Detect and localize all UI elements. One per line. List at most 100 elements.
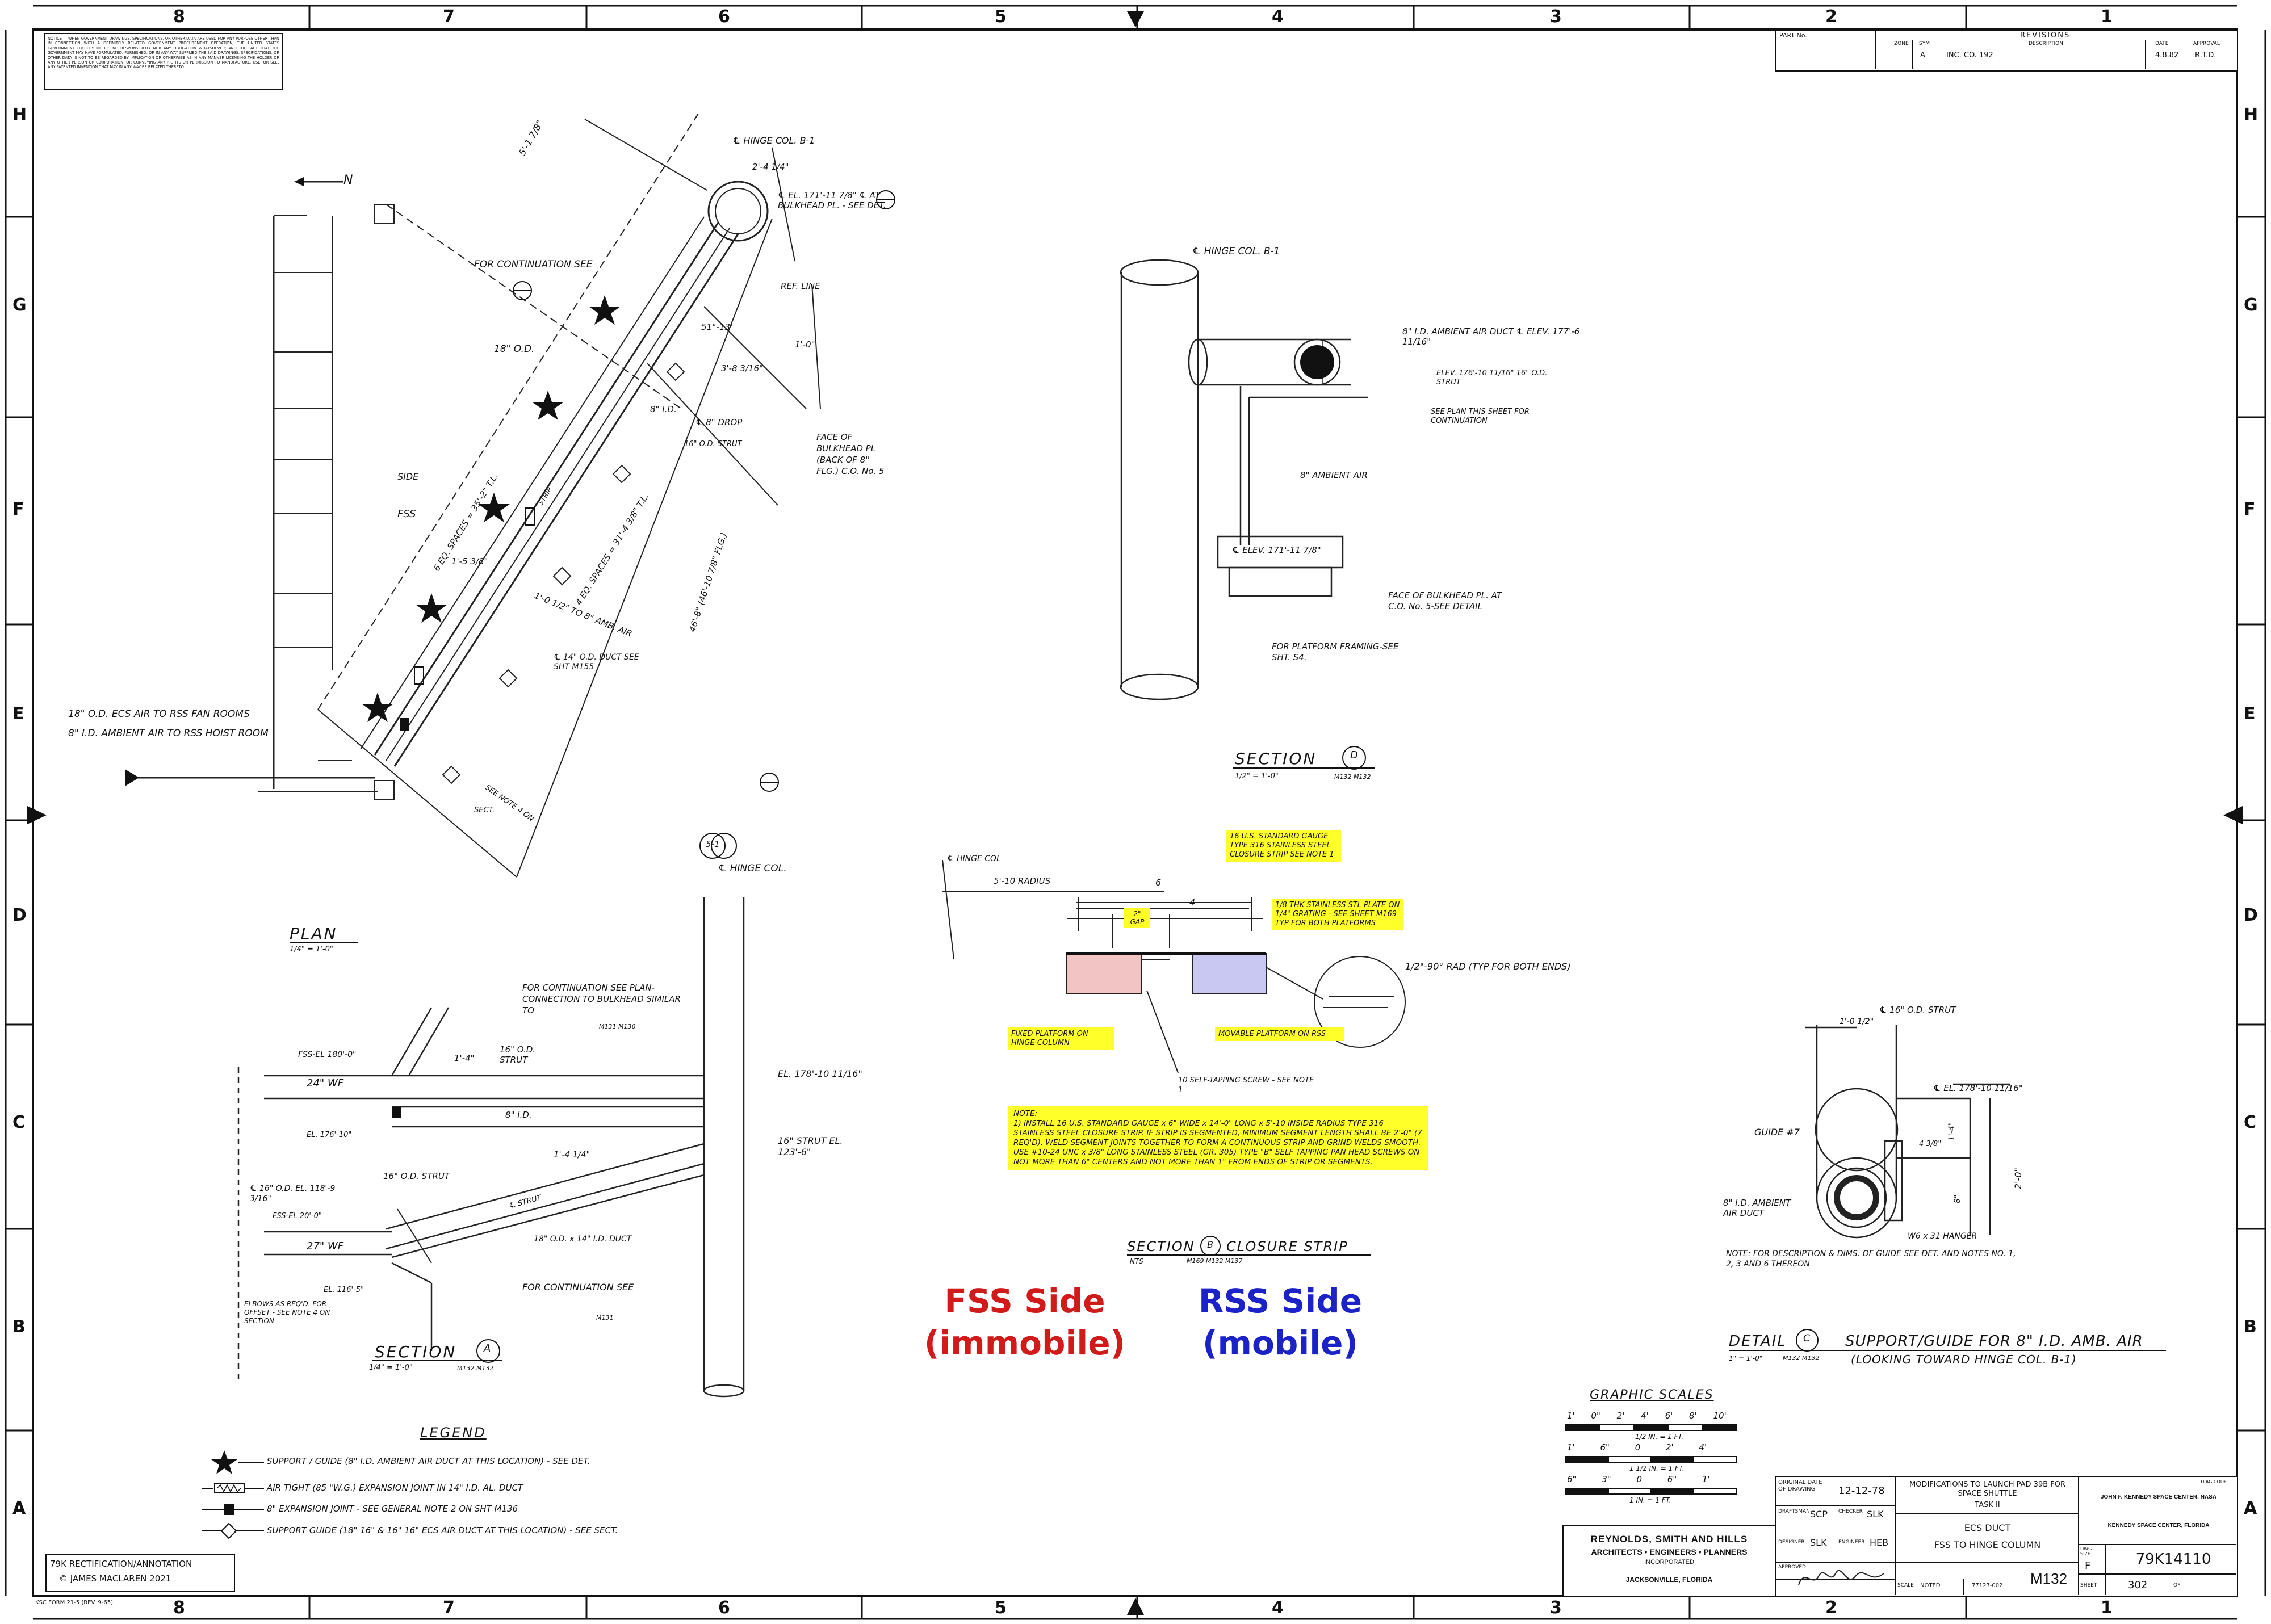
section-d-amb8: 8" AMBIENT AIR [1300,470,1368,480]
section-a-elbows: ELBOWS AS REQ'D. FOR OFFSET - SEE NOTE 4… [244,1300,330,1325]
scale1-tick-1: 2' [1616,1411,1625,1421]
scale1-tick-2: 4' [1641,1411,1649,1421]
plan-strut: 16" O.D. STRUT [684,440,742,448]
plan-sect: SECT. [474,806,495,815]
section-b-movable: MOVABLE PLATFORM ON RSS [1215,1027,1344,1041]
section-a-el178: EL. 178'-10 11/16" [778,1068,862,1079]
detail-c-title-rest: SUPPORT/GUIDE FOR 8" I.D. AMB. AIR [1845,1333,2143,1350]
scale3-tick-1: 3" [1602,1474,1611,1484]
dwg-number: 79K14110 [2135,1551,2211,1568]
approved-label: APPROVED [1778,1564,1806,1570]
scale3-tick-2: 0 [1636,1474,1643,1484]
border-row-e-right: E [2244,704,2256,724]
graphic-scales-title: GRAPHIC SCALES [1590,1388,1714,1402]
plan-continuation: FOR CONTINUATION SEE [474,259,593,270]
approval-signature [1798,1570,1884,1585]
section-b-dim6: 6 [1155,877,1162,888]
section-b-underline [1127,1254,1371,1256]
border-row-d: D [12,905,27,925]
border-row-f: F [12,500,24,519]
legend-title: LEGEND [420,1425,487,1441]
section-a-24wf: 24" WF [307,1077,344,1089]
detail-c-underline [1729,1350,2166,1351]
rev-date: 4.8.82 [2155,51,2179,60]
detail-c-dim: 1'-0 1/2" [1840,1017,1874,1026]
scale1-label: 1/2 IN. = 1 FT. [1635,1433,1684,1441]
firm-block: REYNOLDS, SMITH AND HILLS ARCHITECTS • E… [1562,1525,1776,1597]
plan-dim-2-4: 2'-4 1/4" [752,162,789,172]
scale3-ticks: 6" 3" 0 6" 1' [1567,1474,1710,1484]
engineer-by: HEB [1870,1537,1889,1548]
section-a-bubble [476,1339,500,1363]
section-b-bubble [1200,1236,1221,1256]
border-col-3-bottom: 3 [1550,1598,1562,1618]
section-b-title-rest: CLOSURE STRIP [1226,1239,1348,1254]
border-col-1-bottom: 1 [2101,1598,2113,1618]
revisions-block: PART No. REVISIONS ZONE SYM DESCRIPTION … [1775,30,2238,72]
annotation-credit-box: 79K RECTIFICATION/ANNOTATION © JAMES MAC… [45,1554,235,1592]
rev-col-sym: SYM [1919,41,1930,47]
section-b-hinge: ℄ HINGE COL [947,854,1001,863]
section-b-strip-note: 16 U.S. STANDARD GAUGE TYPE 316 STAINLES… [1226,830,1341,862]
detail-c-hanger: W6 x 31 HANGER [1908,1232,1977,1241]
designed-label: DESIGNER [1778,1539,1805,1545]
plan-face-bulkhead: FACE OF BULKHEAD PL (BACK OF 8" FLG.) C.… [816,432,885,476]
drawn-by: SCP [1810,1509,1828,1520]
designed-by: SLK [1810,1537,1827,1548]
section-a-ref: M132 M132 [457,1365,494,1372]
plan-el-bulkhead: ℄ EL. 171'-11 7/8" ℄ AT BULKHEAD PL. - S… [778,190,886,211]
scale1-tick-4: 8' [1689,1411,1697,1421]
plan-dim-1-0: 1'-0" [795,339,815,350]
dwg-title-1: ECS DUCT [1964,1522,2011,1533]
section-a-strut16: 16" O.D. STRUT [500,1044,536,1065]
scale1-ticks: 1' 0" 2' 4' 6' 8' 10' [1567,1411,1727,1421]
section-d-title: SECTION [1235,749,1317,768]
border-col-7: 7 [443,7,455,27]
orig-date-label: ORIGINAL DATE OF DRAWING [1778,1479,1822,1492]
scale2-tick-0: 1' [1567,1442,1575,1453]
section-d-platform: FOR PLATFORM FRAMING-SEE SHT. S4. [1272,641,1399,662]
border-col-3: 3 [1550,7,1562,27]
detail-c-el: ℄ EL. 178'-10 11/16" [1933,1083,2023,1093]
section-b-note-body: 1) INSTALL 16 U.S. STANDARD GAUGE x 6" W… [1013,1119,1422,1166]
annotation-line-2: © JAMES MACLAREN 2021 [59,1573,171,1584]
section-d-bubble [1342,746,1366,770]
section-a-title: SECTION [375,1342,457,1361]
section-a-col-label: 5-1 [706,839,720,849]
detail-c-note: NOTE: FOR DESCRIPTION & DIMS. OF GUIDE S… [1726,1249,2016,1269]
firm-sub: ARCHITECTS • ENGINEERS • PLANNERS [1591,1547,1748,1556]
section-a-27wf: 27" WF [307,1240,344,1252]
border-row-h: H [12,105,27,125]
plan-side-label: SIDE [397,471,419,482]
section-a-ref-m131: M131 M136 [599,1023,636,1030]
section-d-see-plan: SEE PLAN THIS SHEET FOR CONTINUATION [1431,408,1530,425]
diag-code-label: DIAG CODE [2201,1479,2227,1484]
section-a-strut16c: 16" O.D. STRUT [383,1171,450,1181]
section-a-dim-1-4b: 1'-4 1/4" [554,1149,590,1160]
section-a-8id: 8" I.D. [505,1110,532,1120]
section-d-face: FACE OF BULKHEAD PL. AT C.O. No. 5-SEE D… [1388,590,1502,611]
fixed-platform-fill [1066,953,1142,994]
job-number: 77127-002 [1972,1583,2003,1589]
section-a-duct: 18" O.D. x 14" I.D. DUCT [534,1235,632,1244]
section-d-letter: D [1350,749,1358,761]
section-a-letter: A [484,1342,491,1354]
sheet-code: M132 [2030,1570,2068,1587]
fss-side-sublabel: (immobile) [924,1324,1126,1362]
plan-14od-duct: ℄ 14" O.D. DUCT SEE SHT M155 [554,653,639,672]
checked-by: SLK [1867,1509,1884,1520]
border-row-f-right: F [2244,500,2256,519]
detail-c-ref: M132 M132 [1783,1354,1820,1362]
section-b-scale: NTS [1130,1257,1143,1265]
detail-c-title: DETAIL [1729,1333,1787,1350]
scale3-label: 1 IN. = 1 FT. [1629,1496,1671,1504]
border-col-2: 2 [1825,7,1837,27]
detail-c-scale: 1" = 1'-0" [1729,1354,1763,1362]
size-label: DWG SIZE [2080,1546,2092,1556]
section-a-el176: EL. 176'-10" [307,1131,352,1139]
scale3-tick-3: 6" [1667,1474,1677,1484]
